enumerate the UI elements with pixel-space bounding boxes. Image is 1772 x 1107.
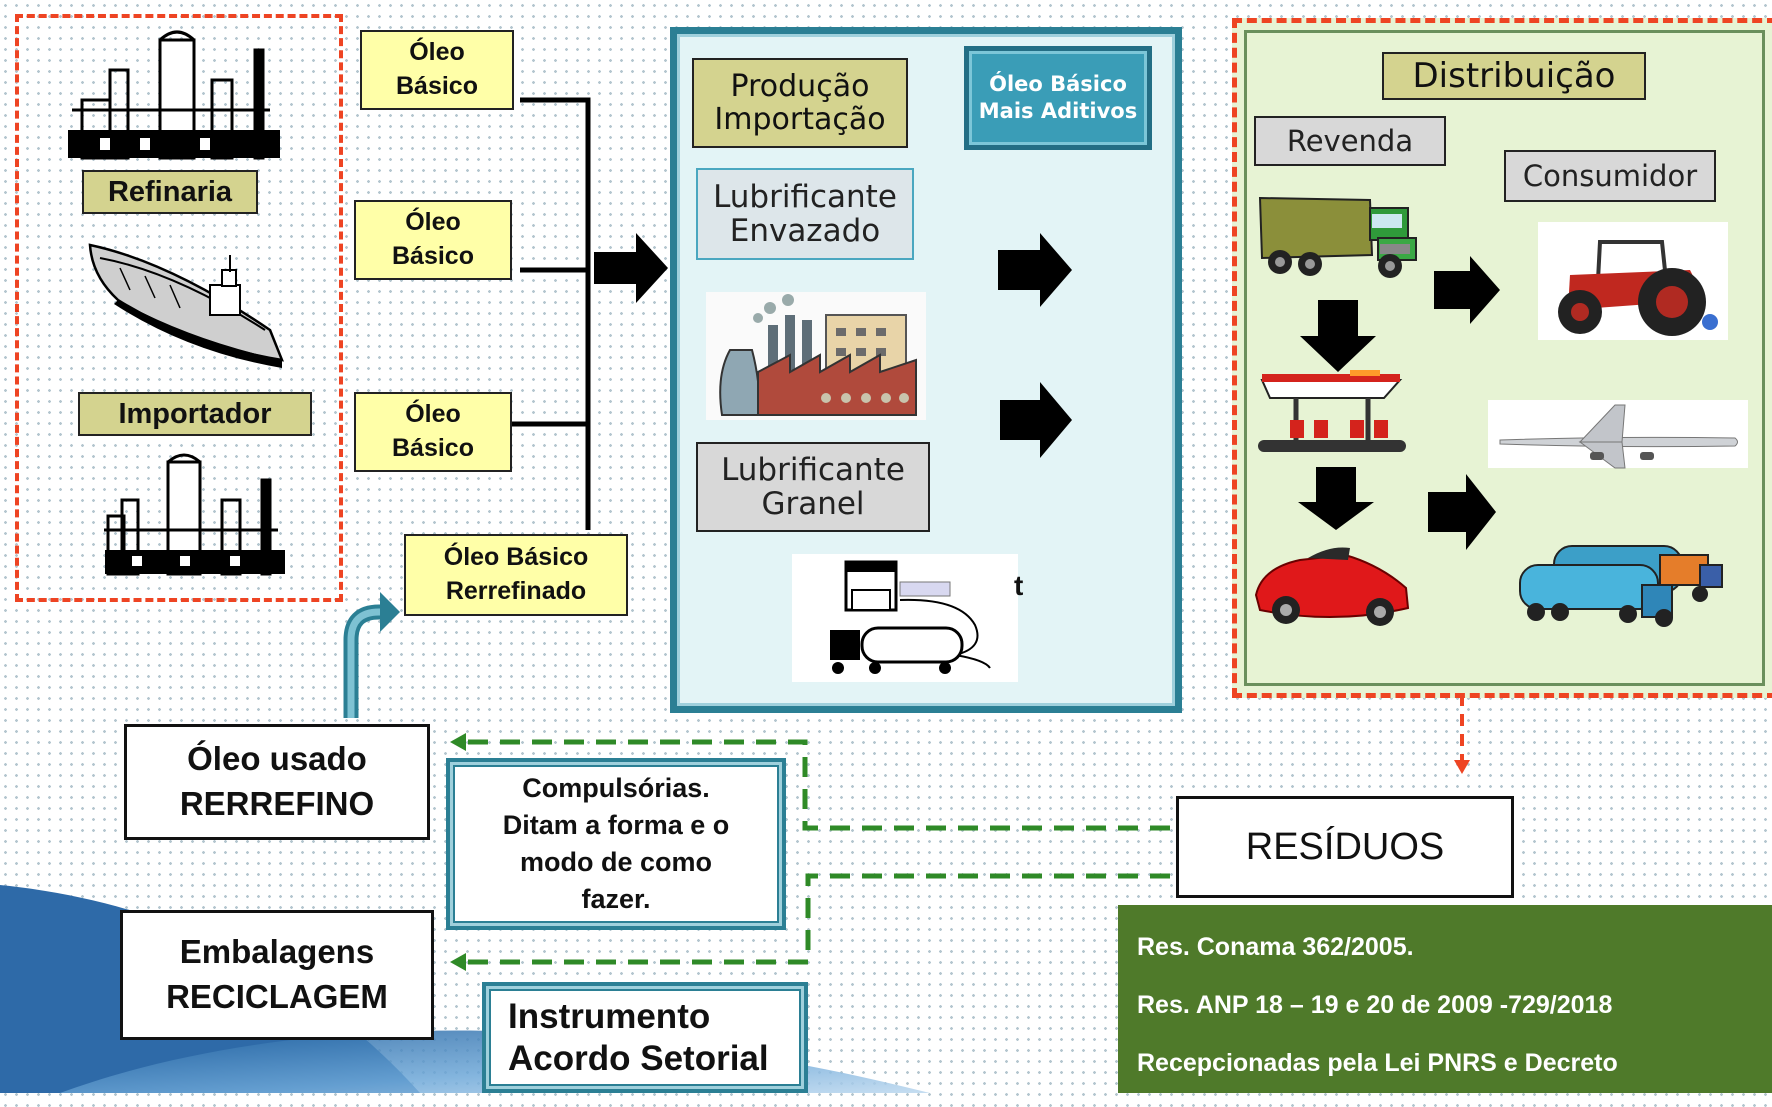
lubrificante-granel-label: Lubrificante Granel: [696, 442, 930, 532]
distribuicao-title: Distribuição: [1382, 52, 1646, 100]
legal-reference-line: Res. Conama 362/2005.: [1137, 933, 1414, 961]
oleo-basico-box: Óleo Básico: [354, 392, 512, 472]
oleo-aditivos-label: Óleo Básico Mais Aditivos: [964, 46, 1152, 150]
oleo-usado-rerrefino-box: Óleo usado RERREFINO: [124, 724, 430, 840]
oleo-basico-rerrefinado-box: Óleo Básico Rerrefinado: [404, 534, 628, 616]
legal-reference-line: Recepcionadas pela Lei PNRS e Decreto: [1137, 1049, 1618, 1077]
sources-group-box: [15, 14, 343, 602]
oleo-basico-box: Óleo Básico: [354, 200, 512, 280]
consumidor-label: Consumidor: [1504, 150, 1716, 202]
revenda-label: Revenda: [1254, 116, 1446, 166]
refinaria-label: Refinaria: [82, 170, 258, 214]
producao-importacao-label: Produção Importação: [692, 58, 908, 148]
instrumento-acordo-setorial-box: Instrumento Acordo Setorial: [482, 982, 808, 1093]
legal-references-box: Res. Conama 362/2005. Res. ANP 18 – 19 e…: [1118, 905, 1772, 1093]
lubrificante-envazado-label: Lubrificante Envazado: [696, 168, 914, 260]
embalagens-reciclagem-box: Embalagens RECICLAGEM: [120, 910, 434, 1040]
cut-text: t: [1014, 570, 1024, 601]
compulsorias-box: Compulsórias. Ditam a forma e o modo de …: [446, 758, 786, 930]
oleo-basico-box: Óleo Básico: [360, 30, 514, 110]
legal-reference-line: Res. ANP 18 – 19 e 20 de 2009 -729/2018: [1137, 991, 1613, 1019]
residuos-box: RESÍDUOS: [1176, 796, 1514, 898]
importador-label: Importador: [78, 392, 312, 436]
